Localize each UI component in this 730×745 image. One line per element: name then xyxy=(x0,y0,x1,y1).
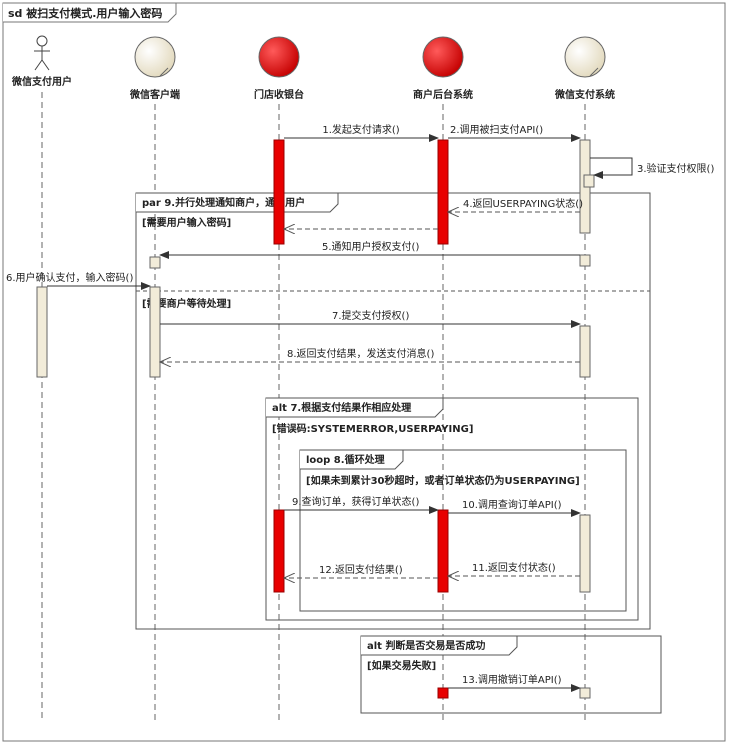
entity-pos-circle xyxy=(258,36,300,78)
activation-wxpay-4 xyxy=(579,514,591,593)
fragment-loop-guard: [如果未到累计30秒超时，或者订单状态仍为USERPAYING] xyxy=(306,474,580,487)
fragment-alt-success-label: alt 判断是否交易是否成功 xyxy=(367,639,485,652)
message-10-label: 10.调用查询订单API() xyxy=(462,498,562,511)
message-7-label: 7.提交支付授权() xyxy=(332,309,409,322)
message-1-label: 1.发起支付请求() xyxy=(322,123,399,136)
fragment-alt-result-label: alt 7.根据支付结果作相应处理 xyxy=(272,401,411,414)
participant-user: 微信支付用户 xyxy=(11,35,72,88)
activation-pos-2 xyxy=(273,509,285,593)
fragment-loop-box xyxy=(299,449,627,612)
message-12-label: 12.返回支付结果() xyxy=(319,563,403,576)
participant-pos-label: 门店收银台 xyxy=(254,88,304,101)
participant-client-label: 微信客户端 xyxy=(129,88,180,101)
participant-client: 微信客户端 xyxy=(129,36,180,101)
activation-backend-3 xyxy=(437,687,449,699)
message-9-label: 9.查询订单，获得订单状态() xyxy=(292,495,419,508)
activation-wxpay-3 xyxy=(579,325,591,378)
participant-wxpay-label: 微信支付系统 xyxy=(554,88,615,101)
messages: 1.发起支付请求() 2.调用被扫支付API() 3.验证支付权限() 4.返回… xyxy=(6,123,714,692)
participant-backend: 商户后台系统 xyxy=(413,36,473,101)
fragment-par-box xyxy=(135,192,651,630)
message-8-label: 8.返回支付结果，发送支付消息() xyxy=(287,347,434,360)
message-5-label: 5.通知用户授权支付() xyxy=(322,240,419,253)
fragment-par-label: par 9.并行处理通知商户，通知用户 xyxy=(142,196,305,209)
message-3-label: 3.验证支付权限() xyxy=(637,162,714,175)
entity-backend-circle xyxy=(422,36,464,78)
fragment-alt-result: alt 7.根据支付结果作相应处理 [错误码:SYSTEMERROR,USERP… xyxy=(265,397,639,621)
entity-client-circle xyxy=(134,36,176,78)
fragment-alt-success-guard: [如果交易失败] xyxy=(367,659,436,672)
activation-wxpay-5 xyxy=(579,687,591,699)
activation-backend-2 xyxy=(437,509,449,593)
activation-client-2 xyxy=(149,286,161,378)
activation-backend-1 xyxy=(437,139,449,245)
fragment-par-guard-1: [需要用户输入密码] xyxy=(142,216,231,229)
fragment-alt-result-box xyxy=(265,397,639,621)
activation-pos-1 xyxy=(273,139,285,245)
participant-backend-label: 商户后台系统 xyxy=(413,88,473,101)
activation-user-1 xyxy=(36,286,48,378)
actor-head xyxy=(36,35,48,47)
fragment-alt-result-guard: [错误码:SYSTEMERROR,USERPAYING] xyxy=(272,422,473,435)
message-2-label: 2.调用被扫支付API() xyxy=(450,123,543,136)
message-4-label: 4.返回USERPAYING状态() xyxy=(463,197,583,210)
message-3-arrow xyxy=(590,157,633,179)
fragment-par: par 9.并行处理通知商户，通知用户 [需要用户输入密码] [需要商户等待处理… xyxy=(135,192,651,630)
participant-pos: 门店收银台 xyxy=(254,36,304,101)
fragment-loop: loop 8.循环处理 [如果未到累计30秒超时，或者订单状态仍为USERPAY… xyxy=(299,449,627,612)
message-6-label: 6.用户确认支付，输入密码() xyxy=(6,271,133,284)
activation-wxpay-2 xyxy=(579,254,591,267)
fragment-par-guard-2: [需要商户等待处理] xyxy=(142,297,231,310)
activation-client-1 xyxy=(149,256,161,269)
fragment-loop-label: loop 8.循环处理 xyxy=(306,453,385,466)
fragment-alt-success: alt 判断是否交易是否成功 [如果交易失败] xyxy=(360,635,662,714)
message-11-label: 11.返回支付状态() xyxy=(472,561,556,574)
activation-wxpay-self xyxy=(583,174,595,188)
activations xyxy=(36,139,595,699)
diagram-title: sd 被扫支付模式.用户输入密码 xyxy=(8,6,162,20)
entity-wxpay-circle xyxy=(564,36,606,78)
participant-wxpay: 微信支付系统 xyxy=(554,36,615,101)
diagram-title-tab xyxy=(3,2,177,23)
participant-user-label: 微信支付用户 xyxy=(11,75,72,88)
message-13-label: 13.调用撤销订单API() xyxy=(462,673,562,686)
